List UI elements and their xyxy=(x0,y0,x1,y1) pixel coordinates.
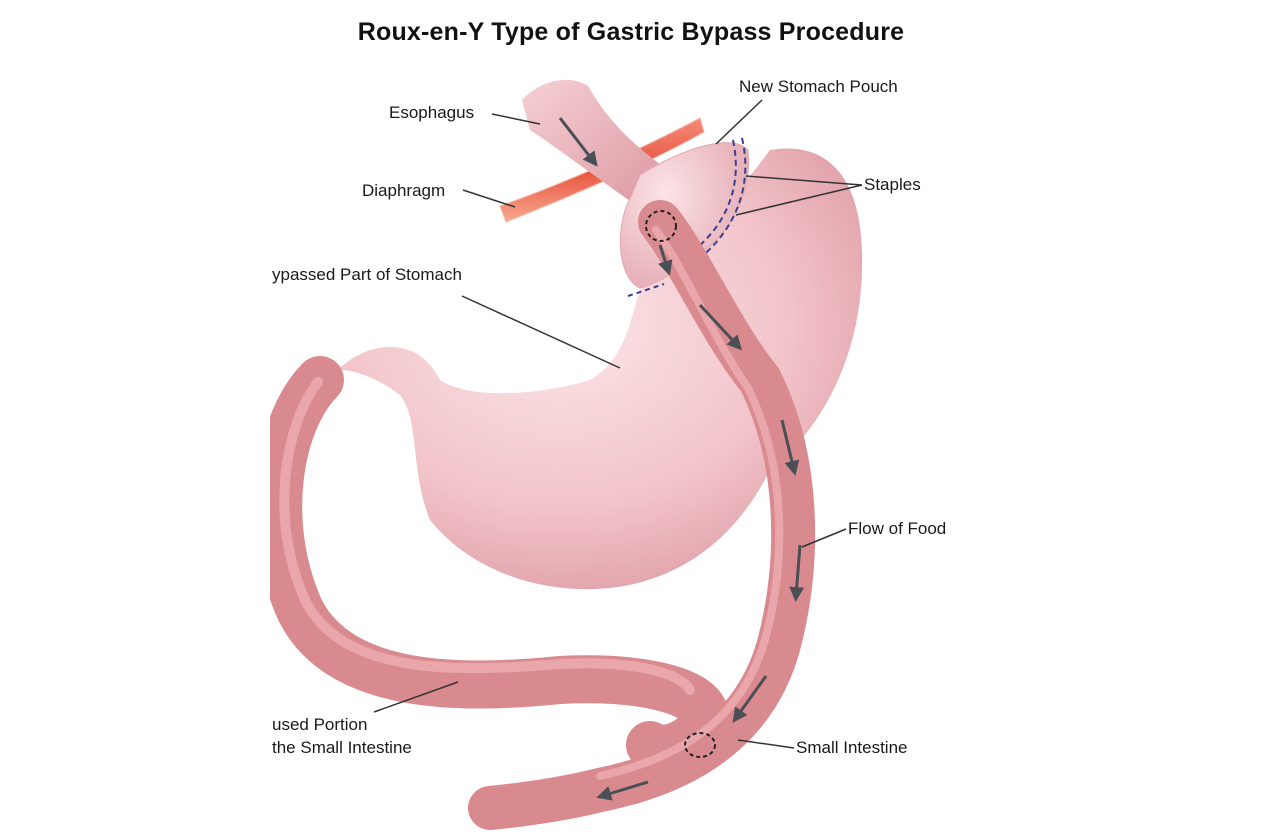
flow-arrow-esophagus xyxy=(558,117,598,167)
label-unused-portion-line1: used Portion xyxy=(272,715,368,734)
pouch-connection-circle xyxy=(645,210,677,242)
leader-bypassed xyxy=(461,295,621,369)
staple-line-lower xyxy=(627,283,665,297)
flow-arrow-limb-4 xyxy=(732,675,768,723)
flow-arrow-limb-3 xyxy=(789,544,805,602)
label-staples: Staples xyxy=(864,175,921,194)
right-margin xyxy=(990,0,1262,838)
staple-line-inner xyxy=(691,139,737,253)
diagram-title: Roux-en-Y Type of Gastric Bypass Procedu… xyxy=(357,18,905,46)
leader-flow xyxy=(801,528,847,548)
staple-line-outer xyxy=(699,137,747,259)
left-margin xyxy=(0,0,270,838)
label-esophagus: Esophagus xyxy=(389,103,475,122)
leader-esophagus xyxy=(491,113,541,125)
leader-unused xyxy=(373,681,459,713)
bypassed-stomach xyxy=(311,148,863,590)
label-unused-portion-line2: the Small Intestine xyxy=(272,738,412,757)
flow-arrow-exit xyxy=(596,780,649,801)
leader-staples-2 xyxy=(735,184,863,216)
roux-limb-highlight xyxy=(596,226,784,780)
label-flow-of-food: Flow of Food xyxy=(848,519,947,538)
flow-arrow-limb-1 xyxy=(698,303,743,351)
leader-small-intestine xyxy=(737,739,795,749)
unused-intestine-loop xyxy=(254,356,730,773)
flow-arrow-limb-2 xyxy=(780,419,800,476)
leader-staples-1 xyxy=(745,175,863,186)
label-new-stomach-pouch: New Stomach Pouch xyxy=(739,77,898,96)
leader-new-pouch xyxy=(715,99,763,145)
unused-intestine-highlight xyxy=(279,377,695,695)
leader-diaphragm xyxy=(462,189,516,208)
label-small-intestine: Small Intestine xyxy=(796,738,908,757)
esophagus-tube xyxy=(522,79,668,208)
flow-arrow-pouch xyxy=(658,244,673,276)
label-bypassed-part: ypassed Part of Stomach xyxy=(272,265,462,284)
label-diaphragm: Diaphragm xyxy=(362,181,446,200)
intestine-connection-circle xyxy=(684,732,716,758)
